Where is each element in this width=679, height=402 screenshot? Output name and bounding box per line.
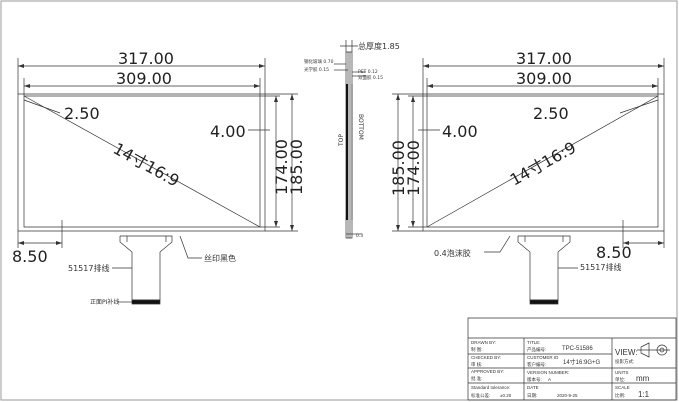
tolerance-value: ±0.20 xyxy=(500,393,512,398)
left-leader-2-5 xyxy=(24,100,60,113)
side-layer-2: 光学胶 0.15 xyxy=(304,66,329,73)
left-dim-4: 4.00 xyxy=(210,122,246,141)
version-cn: 版本号: xyxy=(527,376,542,383)
right-diagonal-label: 14寸16:9 xyxy=(507,138,579,190)
side-bottom-label: BOTTOM xyxy=(357,114,364,140)
title-value: TPC-51586 xyxy=(562,346,593,352)
left-silk-leader xyxy=(180,236,202,258)
left-dim-185: 185.00 xyxy=(287,139,306,195)
right-arrows xyxy=(396,64,664,245)
right-dim-309: 309.00 xyxy=(516,69,572,88)
view-label: VIEW: xyxy=(615,348,638,357)
left-arrows xyxy=(18,64,294,245)
side-layer-1: 钢化玻璃 0.70 xyxy=(304,58,334,65)
left-fpc-label: 51517排线 xyxy=(68,263,109,273)
customer-value: 14寸16:9G+G xyxy=(563,358,601,366)
right-dim-4: 4.00 xyxy=(442,122,478,141)
customer-cn: 客户编号: xyxy=(527,361,546,368)
left-dim-8-5: 8.50 xyxy=(12,247,48,266)
left-pi-label: 正面PI补线 xyxy=(90,298,119,306)
left-view xyxy=(18,58,298,304)
tolerance-label: Standard tolerance: xyxy=(471,385,510,390)
left-fpc-stiffener xyxy=(132,300,160,304)
right-dim-174: 174.00 xyxy=(404,140,423,196)
customer-label: CUSTOMER ID xyxy=(527,355,559,360)
left-dim-174: 174.00 xyxy=(272,139,291,195)
side-top-label: TOP xyxy=(338,134,345,147)
right-fpc-stiffener xyxy=(530,300,558,304)
checked-by-cn: 审 核: xyxy=(471,361,483,368)
date-cn: 日期: xyxy=(527,393,537,399)
side-layer-5: 0.3 xyxy=(356,233,363,239)
left-panel-outline xyxy=(18,94,265,231)
right-leader-2-5 xyxy=(620,100,658,113)
scale-value: 1:1 xyxy=(638,390,650,399)
drawn-by-cn: 制 图: xyxy=(471,346,483,353)
left-diagonal xyxy=(24,96,260,227)
view-cn: 投影方式: xyxy=(615,358,634,365)
left-diagonal-label: 14寸16:9 xyxy=(110,139,182,191)
date-value: 2020-9-25 xyxy=(557,393,578,398)
right-foam-leader xyxy=(484,236,510,252)
right-panel-outline xyxy=(423,94,664,231)
right-dim-317: 317.00 xyxy=(516,49,572,68)
left-active-area xyxy=(24,96,260,227)
right-diagonal xyxy=(427,96,658,227)
side-total-thickness: 总厚度1.85 xyxy=(358,41,400,51)
left-dim-309: 309.00 xyxy=(116,69,172,88)
approved-by-label: APPROVED BY: xyxy=(471,369,504,374)
right-fpc-label: 51517排线 xyxy=(580,262,621,272)
side-layer-3: PET 0.12 xyxy=(358,69,378,75)
units-label: UNITS xyxy=(615,370,629,375)
projection-symbol-cone xyxy=(641,343,649,357)
date-label: DATE xyxy=(527,385,539,390)
side-layer-4: 双面胶 0.15 xyxy=(358,74,383,81)
title-label: TITLE: xyxy=(527,340,541,345)
right-active-area xyxy=(427,96,658,227)
checked-by-label: CHECKED BY: xyxy=(471,355,501,360)
right-dim-2-5: 2.50 xyxy=(533,104,569,123)
right-foam-label: 0.4泡沫胶 xyxy=(434,248,471,258)
title-block-frame xyxy=(468,318,676,400)
title-cn: 产品编号: xyxy=(527,346,546,353)
side-glass-layer xyxy=(346,84,348,220)
version-value: A xyxy=(548,377,551,382)
drawn-by-label: DRAWN BY: xyxy=(471,340,496,345)
right-view xyxy=(392,58,664,304)
left-silk-label: 丝印黑色 xyxy=(204,253,236,263)
tolerance-cn: 标准公差: xyxy=(471,392,490,399)
left-dim-317: 317.00 xyxy=(118,49,174,68)
version-label: VERSION NUMBER: xyxy=(527,370,569,375)
scale-label: SCALE xyxy=(615,385,630,390)
units-value: mm xyxy=(636,374,650,383)
title-block xyxy=(468,318,676,400)
right-dim-185: 185.00 xyxy=(389,140,408,196)
approved-by-cn: 批 准: xyxy=(471,375,483,382)
units-cn: 单位: xyxy=(615,376,625,383)
left-dim-2-5: 2.50 xyxy=(64,104,100,123)
right-dim-8-5: 8.50 xyxy=(596,243,632,262)
scale-cn: 比例: xyxy=(615,392,625,399)
